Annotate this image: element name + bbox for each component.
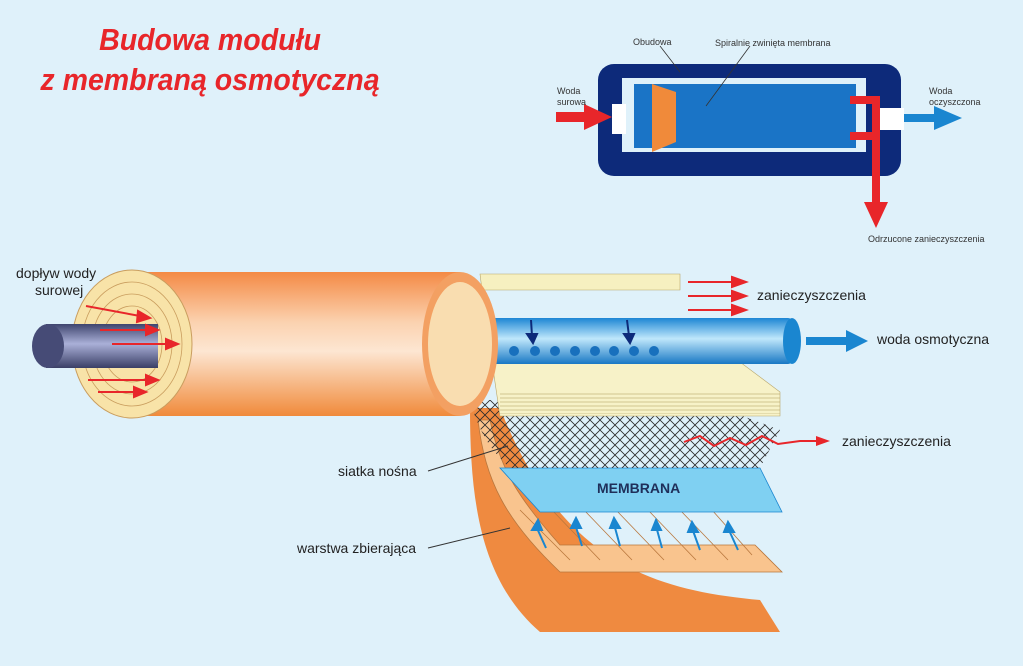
inset-end-cap (652, 84, 676, 152)
leader-collecting (427, 527, 511, 549)
collecting-arrows (530, 515, 739, 551)
inset-module (556, 45, 962, 228)
label-purified-1: Woda (929, 86, 953, 96)
contaminant-zigzag (683, 434, 818, 448)
label-spiral-membrane: Spiralnie zwinięta membrana (715, 38, 831, 48)
inset-outlet-port (880, 108, 904, 130)
permeate-tube (492, 318, 792, 364)
label-rejected-contaminants: Odrzucone zanieczyszczenia (868, 234, 985, 244)
inset-inlet-arrow (584, 104, 612, 130)
inset-reject-arrow (864, 202, 888, 228)
core-tube (46, 324, 158, 368)
label-housing: Obudowa (633, 37, 672, 47)
label-raw-water-1: Woda (557, 86, 581, 96)
inflow-arrows (85, 305, 181, 399)
label-support-mesh: siatka nośna (338, 463, 417, 479)
title-line-1: Budowa modułu (99, 22, 321, 57)
support-mesh (470, 400, 780, 468)
osmotic-water-arrow (846, 330, 868, 352)
label-raw-water-2: surowa (557, 97, 587, 107)
label-osmotic-water: woda osmotyczna (877, 331, 990, 347)
label-contaminants-mid: zanieczyszczenia (842, 433, 951, 449)
inset-outlet-arrow (934, 106, 962, 130)
label-purified-2: oczyszczona (929, 97, 981, 107)
label-contaminants-top: zanieczyszczenia (757, 287, 866, 303)
label-inflow-1: dopływ wody (16, 265, 97, 281)
label-membrane: MEMBRANA (597, 480, 681, 496)
label-inflow-2: surowej (35, 282, 84, 298)
leader-mesh (427, 445, 509, 472)
inset-inlet-port (612, 104, 626, 134)
label-collecting-layer: warstwa zbierająca (297, 540, 417, 556)
bottom-sheet (470, 408, 780, 632)
title-line-2: z membraną osmotyczną (40, 62, 380, 97)
permeate-holes (509, 346, 659, 356)
contaminant-arrows-top (688, 275, 749, 317)
